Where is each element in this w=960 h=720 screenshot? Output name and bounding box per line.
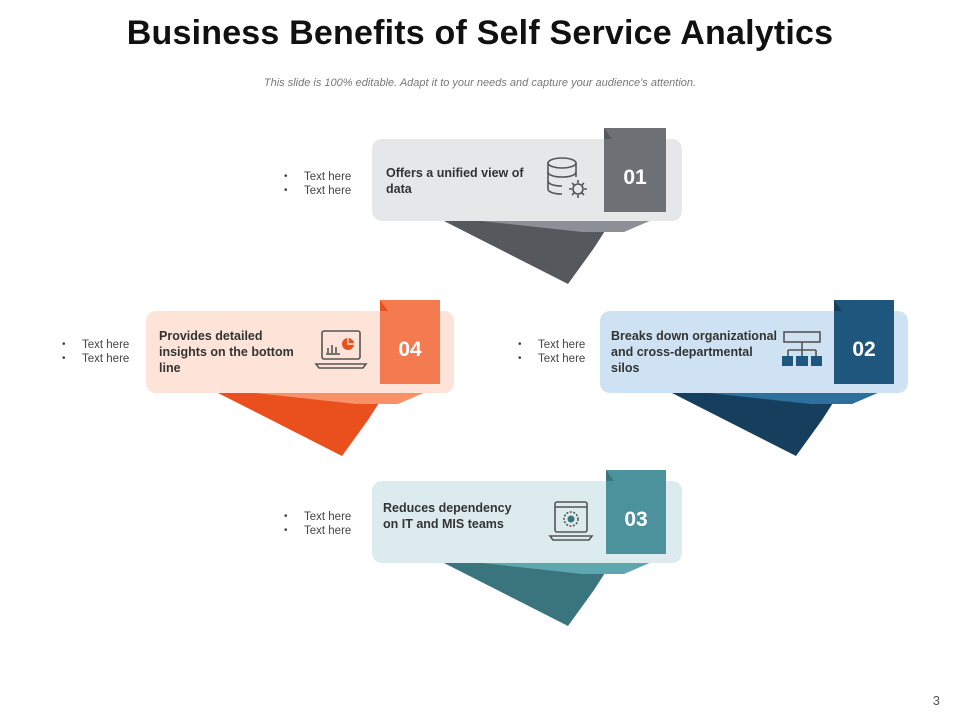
bullet-list-01: Text here Text here [284, 170, 351, 198]
bullet-list-04: Text here Text here [62, 338, 129, 366]
slide-title: Business Benefits of Self Service Analyt… [126, 14, 834, 52]
laptop-settings-icon [548, 501, 594, 541]
benefit-card-02: Breaks down organizational and cross-dep… [600, 300, 940, 480]
bullet-item: Text here [284, 524, 351, 538]
bullet-item: Text here [284, 170, 351, 184]
card-text-01: Offers a unified view of data [386, 166, 524, 196]
page-number: 3 [932, 693, 940, 708]
card-text-04: Provides detailed insights on the bottom… [159, 329, 294, 375]
card-shape-01 [372, 128, 682, 284]
bullet-item: Text here [284, 184, 351, 198]
card-shape-02 [600, 300, 908, 456]
bullet-item: Text here [518, 338, 585, 352]
card-text-03: Reduces dependency on IT and MIS teams [383, 501, 512, 531]
bullet-item: Text here [518, 352, 585, 366]
card-number-01: 01 [623, 166, 647, 189]
slide-subtitle: This slide is 100% editable. Adapt it to… [263, 77, 697, 89]
card-number-03: 03 [624, 508, 648, 531]
laptop-chart-icon [314, 330, 368, 369]
benefit-card-01: Offers a unified view of data 01 [372, 128, 712, 308]
card-shape-04 [146, 300, 454, 456]
card-number-04: 04 [398, 338, 422, 361]
bullet-list-03: Text here Text here [284, 510, 351, 538]
org-chart-icon [782, 331, 822, 366]
card-number-02: 02 [852, 338, 876, 361]
benefit-card-04: Provides detailed insights on the bottom… [146, 300, 486, 480]
bullet-item: Text here [62, 352, 129, 366]
bullet-item: Text here [62, 338, 129, 352]
card-shape-03 [372, 470, 682, 626]
benefit-card-03: Reduces dependency on IT and MIS teams 0… [372, 470, 712, 650]
bullet-list-02: Text here Text here [518, 338, 585, 366]
database-gear-icon [547, 157, 587, 198]
bullet-item: Text here [284, 510, 351, 524]
card-text-02: Breaks down organizational and cross-dep… [611, 329, 778, 375]
